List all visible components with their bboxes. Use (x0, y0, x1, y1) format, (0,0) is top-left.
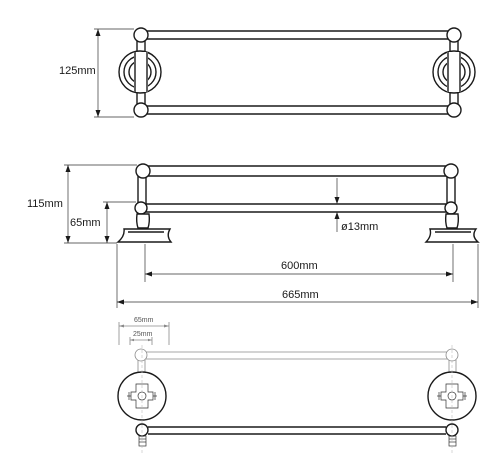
top-view: 125mm (59, 27, 476, 118)
dim-overall-length (116, 244, 479, 308)
label-125mm: 125mm (59, 65, 96, 77)
front-right-base (424, 228, 480, 243)
label-65mm: 65mm (70, 217, 101, 229)
dim-top-view-depth (94, 28, 134, 118)
left-rosette (118, 50, 162, 94)
front-left-base (116, 228, 173, 243)
dim-bar-diameter (334, 178, 340, 232)
dim-bottom-small (118, 322, 170, 345)
label-bottom-25mm: 25mm (133, 331, 153, 338)
label-665mm: 665mm (282, 289, 319, 301)
front-view: 115mm 65mm ø13mm 600mm 665mm (27, 163, 480, 308)
label-115mm: 115mm (27, 198, 63, 210)
label-bottom-65mm: 65mm (134, 317, 154, 324)
label-bar-diameter: ø13mm (341, 221, 378, 233)
right-rosette (432, 50, 476, 94)
label-600mm: 600mm (281, 260, 318, 272)
bottom-view: 65mm 25mm (117, 317, 477, 455)
dim-front-heights (64, 164, 137, 244)
dim-inner-length (144, 244, 454, 282)
